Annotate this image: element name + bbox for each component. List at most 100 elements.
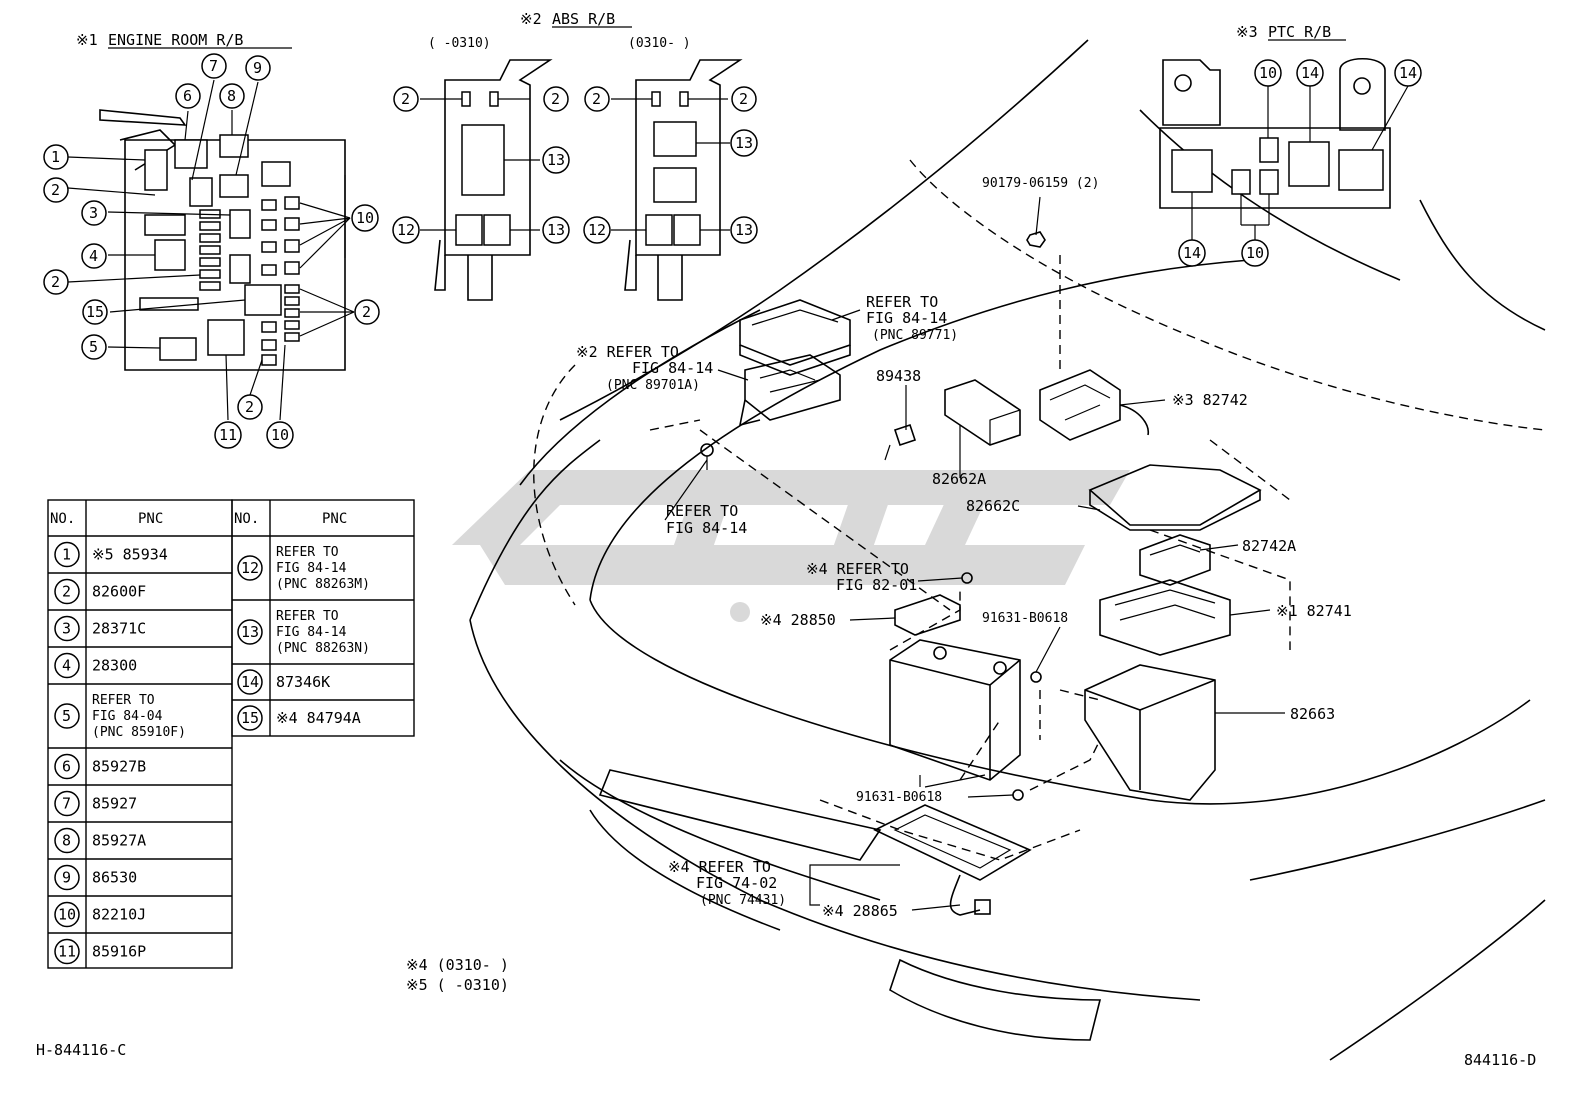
- inset-engine-room-rb: ※1 ENGINE ROOM R/B: [43, 31, 380, 449]
- ptc-relay-box-82742: [1039, 369, 1149, 441]
- table-row: 6 85927B: [48, 753, 232, 786]
- row-pnc: FIG 84-14: [276, 561, 347, 576]
- table-header-no: NO.: [50, 511, 75, 527]
- part-label-82742: ※3 82742: [1172, 391, 1248, 409]
- inset-title: PTC R/B: [1268, 23, 1331, 41]
- fuse-column: [199, 209, 221, 291]
- index-number: 6: [183, 87, 192, 105]
- row-pnc: 28300: [92, 657, 137, 675]
- part-label-82741: ※1 82741: [1276, 602, 1352, 620]
- callout-line: ※4 REFER TO: [806, 560, 909, 578]
- row-pnc: FIG 84-14: [276, 625, 347, 640]
- table-header-pnc: PNC: [138, 511, 163, 527]
- index-number: 2: [51, 273, 60, 291]
- row-pnc: 85916P: [92, 943, 146, 961]
- callout-ref-74-02: ※4 REFER TO FIG 74-02 (PNC 74431): [668, 858, 786, 908]
- part-label-90179: 90179-06159 (2): [982, 176, 1099, 191]
- index-number: 12: [588, 221, 606, 239]
- callout-line: (PNC 89701A): [606, 378, 700, 393]
- index-number: 2: [592, 90, 601, 108]
- index-number: 5: [89, 338, 98, 356]
- relay-block-82741: [1099, 579, 1231, 656]
- row-number: 1: [62, 546, 71, 564]
- row-pnc: (PNC 85910F): [92, 725, 186, 740]
- abs-box-early: 2 2 13 12 13: [392, 59, 570, 301]
- part-label-91631-bottom: 91631-B0618: [856, 790, 942, 805]
- row-pnc: ※4 84794A: [276, 709, 361, 727]
- table-row: 15 ※4 84794A: [237, 705, 361, 731]
- index-number: 10: [1246, 244, 1264, 262]
- index-number: 8: [227, 87, 236, 105]
- row-pnc: FIG 84-04: [92, 709, 163, 724]
- nut-90179: [1026, 231, 1046, 248]
- index-number: 4: [89, 247, 98, 265]
- index-number: 2: [245, 398, 254, 416]
- index-number: 15: [86, 303, 104, 321]
- part-label-82662c: 82662C: [966, 497, 1020, 515]
- inset-abs-rb: ※2 ABS R/B ( -0310) (0310- ) 2 2 1: [392, 10, 758, 301]
- cable-28865: [949, 874, 991, 916]
- inset-title: ABS R/B: [552, 10, 615, 28]
- battery: [889, 639, 1021, 781]
- index-number: 10: [271, 426, 289, 444]
- range-right: (0310- ): [628, 36, 691, 51]
- callout-line: FIG 74-02: [696, 874, 777, 892]
- callout-ref-89771: REFER TO FIG 84-14 (PNC 89771): [866, 293, 958, 343]
- inset-mark: ※2: [520, 10, 542, 28]
- index-number: 14: [1183, 244, 1201, 262]
- row-number: 15: [241, 709, 259, 727]
- inset-mark: ※3: [1236, 23, 1258, 41]
- row-pnc: REFER TO: [92, 693, 155, 708]
- row-number: 6: [62, 758, 71, 776]
- row-number: 12: [241, 559, 259, 577]
- battery-box-82663: [1084, 664, 1216, 801]
- index-number: 12: [397, 221, 415, 239]
- relay-holder-82742a: [1139, 534, 1211, 586]
- callout-ref-82-01: ※4 REFER TO FIG 82-01: [806, 560, 917, 594]
- inset-mark: ※1: [76, 31, 98, 49]
- row-number: 8: [62, 832, 71, 850]
- index-number: 3: [89, 204, 98, 222]
- index-number: 2: [51, 181, 60, 199]
- table-row: 1 ※5 85934: [48, 541, 232, 574]
- bolt-91631-top: [1030, 671, 1042, 683]
- row-pnc: 86530: [92, 869, 137, 887]
- note-4: ※4 (0310- ): [406, 956, 509, 974]
- row-pnc: ※5 85934: [92, 546, 168, 564]
- index-number: 13: [547, 151, 565, 169]
- row-pnc: 85927A: [92, 832, 146, 850]
- part-label-91631-top: 91631-B0618: [982, 611, 1068, 626]
- part-label-89438: 89438: [876, 367, 921, 385]
- inset-ptc-rb: ※3 PTC R/B 10 14 14 14 10: [1159, 23, 1422, 267]
- callout-line: ※4 REFER TO: [668, 858, 771, 876]
- relay-box-89701a: [738, 354, 841, 427]
- index-number: 10: [356, 209, 374, 227]
- bolt-91631-bottom: [1012, 789, 1024, 801]
- callout-ref-89701a: ※2 REFER TO FIG 84-14 (PNC 89701A): [576, 343, 713, 393]
- index-number: 2: [739, 90, 748, 108]
- relay-cover-82662a: [944, 379, 1021, 446]
- part-label-28865: ※4 28865: [822, 902, 898, 920]
- row-number: 13: [241, 623, 259, 641]
- index-number: 10: [1259, 64, 1277, 82]
- row-pnc: 28371C: [92, 620, 146, 638]
- callout-line: FIG 82-01: [836, 576, 917, 594]
- relay-box-cover-89771: [739, 299, 851, 376]
- index-number: 2: [551, 90, 560, 108]
- table-header-no: NO.: [234, 511, 259, 527]
- row-pnc: 85927B: [92, 758, 146, 776]
- index-number: 14: [1301, 64, 1319, 82]
